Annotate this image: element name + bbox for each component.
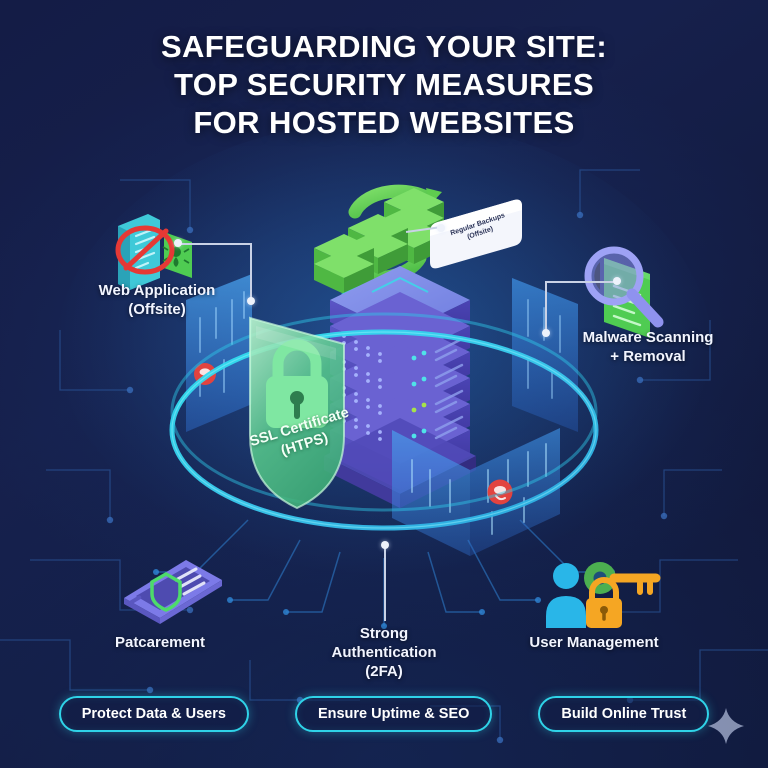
- callout-patch-line1: Patcarement: [114, 634, 206, 651]
- connector-dot-web-application-start: [174, 239, 182, 247]
- connector-malware-h: [545, 281, 617, 283]
- pill-ensure-uptime-seo[interactable]: Ensure Uptime & SEO: [294, 696, 493, 732]
- callout-label-strong-authentication: Strong Authentication (2FA): [294, 624, 474, 681]
- user-key-lock-icon: [546, 562, 661, 628]
- callout-2fa-line2: Authentication: [331, 644, 437, 661]
- callout-2fa-line3: (2FA): [365, 663, 403, 680]
- callout-malware-line2: + Removal: [610, 348, 686, 365]
- ssl-shield-label: SSL Certificate (HTPS): [243, 402, 361, 469]
- callout-web-application-line1: Web Application: [98, 282, 216, 299]
- callout-web-application-line2: (Offsite): [128, 301, 186, 318]
- connector-dot-backup: [437, 224, 445, 232]
- callout-label-malware-scanning: Malware Scanning + Removal: [553, 328, 743, 366]
- blocked-web-document-icon: [115, 214, 192, 290]
- main-server-stack-icon: [324, 266, 476, 508]
- callout-malware-line1: Malware Scanning: [582, 329, 714, 346]
- callout-label-web-application: Web Application (Offsite): [62, 281, 252, 319]
- connector-malware-v: [545, 281, 547, 333]
- connector-dot-malware-end: [542, 329, 550, 337]
- mobile-shield-icon: [124, 560, 222, 624]
- benefit-pill-row: Protect Data & Users Ensure Uptime & SEO…: [0, 696, 768, 732]
- connector-dot-2fa: [381, 541, 389, 549]
- backup-servers-icon: [314, 184, 444, 314]
- security-ring: [169, 312, 599, 531]
- title-line-3: FOR HOSTED WEBSITES: [193, 105, 575, 140]
- callout-label-patch-management: Patcarement: [62, 633, 258, 652]
- title-line-1: SAFEGUARDING YOUR SITE:: [160, 29, 608, 64]
- callout-label-user-management: User Management: [496, 633, 692, 652]
- magnifier-document-icon: [584, 246, 664, 338]
- title-line-2: TOP SECURITY MEASURES: [173, 67, 595, 102]
- backup-tag: Regular Backups (Offsite): [436, 198, 522, 260]
- pill-protect-data-users[interactable]: Protect Data & Users: [58, 696, 249, 732]
- connector-web-application-v: [250, 243, 252, 301]
- four-point-star-icon: [708, 708, 744, 744]
- callout-2fa-line1: Strong: [359, 625, 409, 642]
- page-title: SAFEGUARDING YOUR SITE: TOP SECURITY MEA…: [0, 28, 768, 142]
- connector-web-application-h: [178, 243, 252, 245]
- callout-user-management-line1: User Management: [529, 634, 659, 651]
- connector-dot-malware-start: [613, 277, 621, 285]
- connector-dot-web-application-end: [247, 297, 255, 305]
- firewall-wall-front-right: [392, 428, 560, 556]
- connector-2fa-v: [384, 545, 386, 621]
- pill-build-online-trust[interactable]: Build Online Trust: [538, 696, 710, 732]
